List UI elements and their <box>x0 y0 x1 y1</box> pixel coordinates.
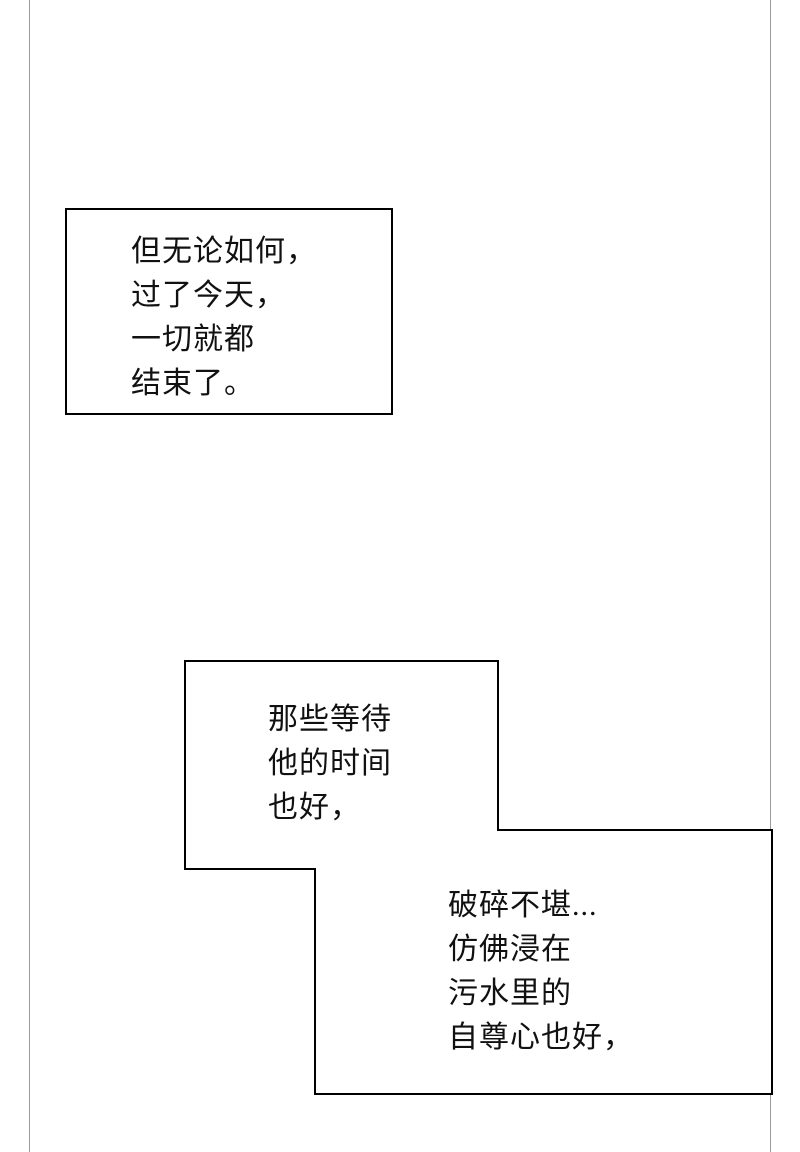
merged-narration-box-outline <box>184 660 773 1095</box>
narration-line: 结束了。 <box>131 367 255 400</box>
left-margin-line <box>29 0 30 1152</box>
narration-line: 过了今天， <box>131 279 286 312</box>
narration-line: 他的时间 <box>268 747 392 780</box>
narration-line: 但无论如何， <box>131 235 317 268</box>
narration-line: 破碎不堪... <box>448 889 598 922</box>
narration-line: 一切就都 <box>131 323 255 356</box>
narration-box-top: 但无论如何， 过了今天， 一切就都 结束了。 <box>65 208 393 415</box>
narration-box-top-text: 但无论如何， 过了今天， 一切就都 结束了。 <box>131 230 391 406</box>
narration-line: 仿佛浸在 <box>448 933 572 966</box>
narration-box-middle-text: 那些等待 他的时间 也好， <box>268 698 392 830</box>
narration-line: 自尊心也好， <box>448 1021 634 1054</box>
narration-box-bottom-text: 破碎不堪... 仿佛浸在 污水里的 自尊心也好， <box>448 884 634 1060</box>
right-margin-line <box>770 0 771 1152</box>
narration-line: 污水里的 <box>448 977 572 1010</box>
narration-line: 也好， <box>268 791 361 824</box>
narration-line: 那些等待 <box>268 703 392 736</box>
